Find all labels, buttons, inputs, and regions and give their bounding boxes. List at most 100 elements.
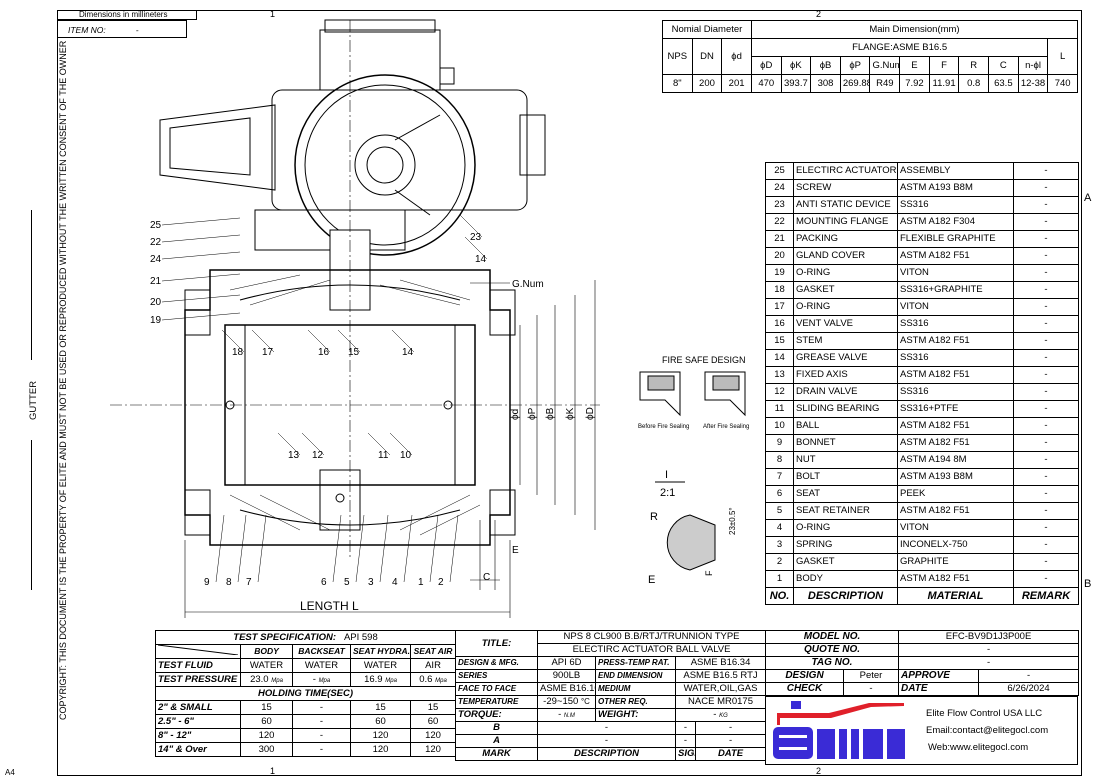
- cell: 60: [409, 714, 457, 729]
- part-no: 17: [765, 298, 794, 316]
- part-no: 10: [765, 417, 794, 435]
- detail-e: E: [648, 574, 655, 586]
- gutter-label: GUTTER: [28, 380, 39, 420]
- part-description: GASKET: [793, 281, 898, 299]
- callout-number: 3: [368, 577, 374, 588]
- part-description: GREASE VALVE: [793, 349, 898, 367]
- cell: DESIGN & MFG.: [455, 656, 538, 670]
- cell: DESCRIPTION: [537, 747, 676, 761]
- cell: 308: [810, 74, 841, 93]
- callout-number: 17: [262, 347, 274, 358]
- part-material: SS316: [897, 196, 1014, 214]
- cell: 16.9 Mpa: [350, 672, 411, 687]
- callout-number: 4: [392, 577, 398, 588]
- cell: 2" & SMALL: [155, 700, 241, 715]
- callout-number: 20: [150, 297, 162, 308]
- callout-number: 14: [475, 254, 487, 265]
- detail-id: I: [665, 469, 668, 481]
- cell: -: [694, 734, 767, 748]
- cell: 12-38: [1017, 74, 1049, 93]
- part-no: 21: [765, 230, 794, 248]
- part-no: 24: [765, 179, 794, 197]
- part-material: INCONELX-750: [897, 536, 1014, 554]
- callout-number: 23: [470, 232, 482, 243]
- cell: APPROVE: [898, 669, 980, 683]
- cell: E: [899, 56, 930, 75]
- cell: 300: [240, 742, 293, 757]
- part-description: ANTI STATIC DEVICE: [793, 196, 898, 214]
- part-remark: -: [1013, 332, 1079, 350]
- part-description: O-RING: [793, 298, 898, 316]
- part-no: 8: [765, 451, 794, 469]
- part-no: 7: [765, 468, 794, 486]
- cell: 63.5: [988, 74, 1019, 93]
- part-no: 1: [765, 570, 794, 588]
- dim-p: ϕP: [527, 407, 538, 420]
- cell: TORQUE:: [455, 708, 538, 722]
- cell: Peter: [842, 669, 900, 683]
- cell: ϕP: [839, 56, 871, 75]
- callout-number: 11: [378, 450, 389, 461]
- part-remark: -: [1013, 400, 1079, 418]
- cell: 900LB: [537, 669, 596, 683]
- cell: WATER,OIL,GAS: [674, 682, 767, 696]
- zone-b: B: [1084, 578, 1092, 590]
- callout-number: 25: [150, 220, 162, 231]
- cell: L: [1047, 38, 1078, 75]
- cell: 120: [350, 728, 411, 743]
- cell: R49: [869, 74, 901, 93]
- callout-number: 15: [348, 347, 360, 358]
- table-row: MODEL NO.EFC-BV9D1J3P00E: [764, 630, 1080, 644]
- cell: QUOTE NO.: [764, 643, 900, 657]
- part-remark: -: [1013, 366, 1079, 384]
- dim-c: C: [483, 572, 490, 583]
- cell: MODEL NO.: [764, 630, 900, 644]
- part-remark: -: [1013, 536, 1079, 554]
- cell: R: [958, 56, 990, 75]
- zone-1-top: 1: [270, 9, 276, 19]
- cell: -29~150 °C: [537, 695, 596, 709]
- cell: SEAT AIR: [409, 644, 457, 659]
- callout-number: 16: [318, 347, 330, 358]
- cell: 15: [350, 700, 411, 715]
- cell: 393.7: [780, 74, 812, 93]
- cell: BODY: [240, 644, 293, 659]
- company-name: Elite Flow Control USA LLC: [926, 708, 1043, 719]
- company-email[interactable]: Email:contact@elitegocl.com: [926, 725, 1049, 736]
- company-web[interactable]: Web:www.elitegocl.com: [928, 742, 1029, 753]
- cell: FLANGE:ASME B16.5: [750, 38, 1049, 57]
- cell: 15: [240, 700, 293, 715]
- part-description: PACKING: [793, 230, 898, 248]
- cell: BACKSEAT: [292, 644, 351, 659]
- part-remark: -: [1013, 502, 1079, 520]
- company-logo: [773, 701, 905, 759]
- part-no: 6: [765, 485, 794, 503]
- part-no: 22: [765, 213, 794, 231]
- part-no: 14: [765, 349, 794, 367]
- electric-actuator: [159, 19, 546, 311]
- part-no: 15: [765, 332, 794, 350]
- part-remark: -: [1013, 553, 1079, 571]
- cell: TEMPERATURE: [455, 695, 538, 709]
- length-label: LENGTH L: [300, 599, 359, 613]
- part-remark: -: [1013, 468, 1079, 486]
- part-remark: -: [1013, 519, 1079, 537]
- fire-safe-detail: FIRE SAFE DESIGN Before Fire Sealing Aft…: [638, 355, 749, 430]
- cell: -: [978, 669, 1080, 683]
- part-description: SEAT RETAINER: [793, 502, 898, 520]
- callout-number: 14: [402, 347, 414, 358]
- cell: WATER: [240, 658, 293, 673]
- cell: NACE MR0175: [674, 695, 767, 709]
- cell: SIGN.: [675, 747, 696, 761]
- cell: ϕK: [780, 56, 812, 75]
- cell: F: [928, 56, 960, 75]
- callout-number: 5: [344, 577, 350, 588]
